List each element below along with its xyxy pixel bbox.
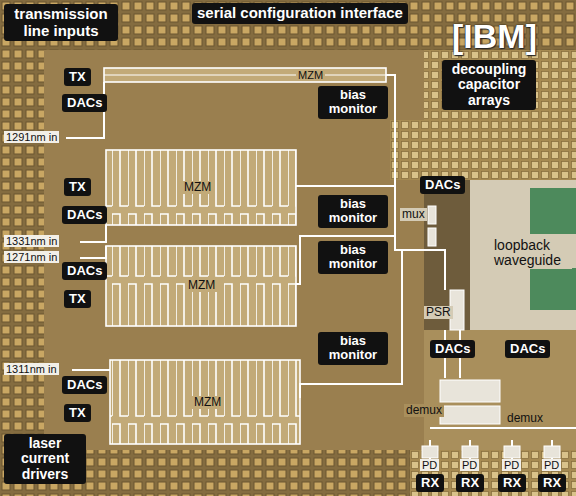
annotation-box: RX xyxy=(498,474,526,492)
annotation-box: bias monitor xyxy=(318,332,388,365)
mzm-meander xyxy=(106,246,296,326)
annotation-box: DACs xyxy=(62,206,107,224)
part-label: PSR xyxy=(424,306,453,319)
annotation-text: RX xyxy=(503,476,521,490)
annotation-box: TX xyxy=(64,290,91,308)
annotation-box: laser current drivers xyxy=(4,434,86,484)
wavelength-label: 1291nm in xyxy=(4,131,59,143)
core-area xyxy=(44,50,424,450)
receiver-area xyxy=(424,330,576,450)
annotation-text: DACs xyxy=(510,342,545,356)
annotation-box: bias monitor xyxy=(318,241,388,274)
annotation-text: DACs xyxy=(67,208,102,222)
annotation-box: TX xyxy=(64,68,91,86)
annotation-text: transmission line inputs xyxy=(9,6,113,39)
logo-text: [IBM] xyxy=(452,18,537,55)
annotation-text: serial configuration interface xyxy=(197,5,403,22)
annotation-text: bias monitor xyxy=(323,243,383,272)
mzm-meander xyxy=(110,360,300,444)
annotation-text: DACs xyxy=(67,96,102,110)
part-label: PD xyxy=(460,459,479,471)
annotation-text: RX xyxy=(461,476,479,490)
annotation-box: DACs xyxy=(62,94,107,112)
annotation-box: RX xyxy=(538,474,566,492)
part-label: MZM xyxy=(186,279,217,292)
part-label: mux xyxy=(400,208,427,221)
annotation-box: decoupling capacitor arrays xyxy=(442,60,536,110)
annotation-box: TX xyxy=(64,178,91,196)
annotation-box: transmission line inputs xyxy=(4,4,118,41)
waveguides xyxy=(66,75,576,470)
part-label: MZM xyxy=(296,69,325,81)
annotation-text: TX xyxy=(69,180,86,194)
part-label: PD xyxy=(542,459,561,471)
annotation-text: DACs xyxy=(67,264,102,278)
part-label: PD xyxy=(502,459,521,471)
annotation-text: TX xyxy=(69,70,86,84)
annotation-box: RX xyxy=(456,474,484,492)
green-region xyxy=(530,188,576,234)
annotation-box: serial configuration interface xyxy=(192,3,408,24)
annotation-text: laser current drivers xyxy=(9,436,81,482)
annotation-text: decoupling capacitor arrays xyxy=(447,62,531,108)
annotation-text: bias monitor xyxy=(323,334,383,363)
mzm-meander xyxy=(106,150,296,225)
annotation-box: bias monitor xyxy=(318,86,388,119)
annotation-text: TX xyxy=(69,292,86,306)
annotation-text: DACs xyxy=(425,178,460,192)
part-label: PD xyxy=(420,459,439,471)
part-label: loopback waveguide xyxy=(492,238,572,269)
annotation-text: bias monitor xyxy=(323,88,383,117)
annotation-box: DACs xyxy=(430,340,475,358)
part-label: demux xyxy=(404,404,444,417)
annotation-box: bias monitor xyxy=(318,195,388,228)
annotation-text: RX xyxy=(421,476,439,490)
part-label: MZM xyxy=(192,396,223,409)
waveguide xyxy=(104,75,386,76)
part-label: MZM xyxy=(182,181,213,194)
annotation-text: bias monitor xyxy=(323,197,383,226)
green-region xyxy=(530,268,576,310)
annotation-text: DACs xyxy=(67,378,102,392)
part-label: demux xyxy=(505,412,545,425)
annotation-text: RX xyxy=(543,476,561,490)
wavelength-label: 1271nm in xyxy=(4,251,59,263)
annotation-box: DACs xyxy=(62,262,107,280)
annotation-box: RX xyxy=(416,474,444,492)
wavelength-label: 1311nm in xyxy=(4,363,59,375)
annotation-box: DACs xyxy=(420,176,465,194)
wavelength-label: 1331nm in xyxy=(4,235,59,247)
mzm-straight xyxy=(104,68,386,82)
annotation-box: TX xyxy=(64,404,91,422)
capacitor-array xyxy=(424,50,576,180)
annotation-box: DACs xyxy=(62,376,107,394)
annotation-text: DACs xyxy=(435,342,470,356)
loopback-area xyxy=(470,180,576,330)
left-pads xyxy=(0,0,44,496)
annotation-box: DACs xyxy=(505,340,550,358)
annotation-text: TX xyxy=(69,406,86,420)
